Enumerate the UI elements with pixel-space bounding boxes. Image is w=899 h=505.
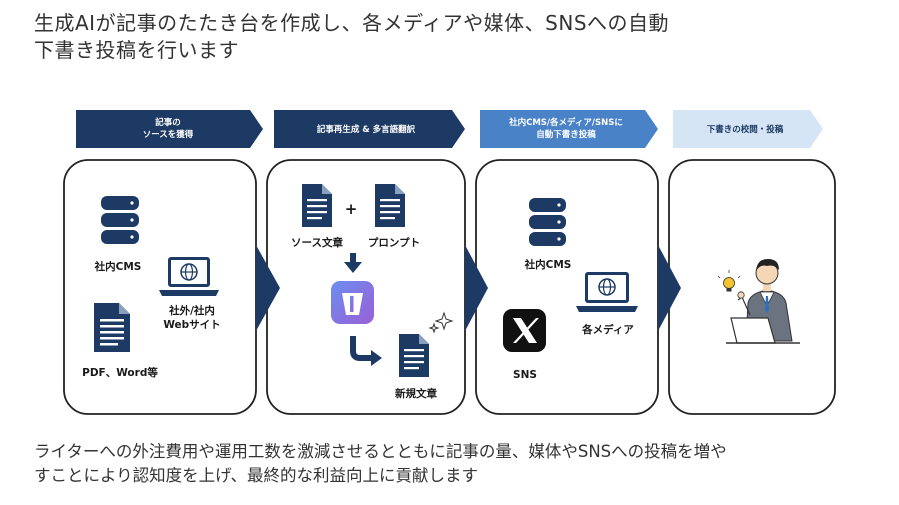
step-4-line-1: 下書きの校閲・投稿 (707, 124, 784, 135)
step-3-line-2: 自動下書き投稿 (536, 129, 596, 140)
panel2-prompt-label: プロンプト (368, 236, 420, 249)
new-document-icon (399, 334, 429, 377)
panel3-media-label: 各メディア (581, 323, 634, 336)
panel-4 (668, 159, 836, 415)
panel1-doc-label: PDF、Word等 (82, 366, 158, 379)
plus-sign: + (345, 200, 358, 218)
panel2-source-label: ソース文章 (291, 236, 343, 249)
step-arrow-2 (274, 110, 465, 148)
connector-arrow-2 (465, 245, 488, 331)
step-arrow-1 (76, 110, 263, 148)
step-arrow-3 (480, 110, 658, 148)
step-2-line-1: 記事再生成 & 多言語翻訳 (317, 124, 416, 135)
panel1-web-label-1: 社外/社内 (168, 304, 215, 317)
step-3-line-1: 社内CMS/各メディア/SNSに (508, 117, 623, 128)
curved-arrow-icon (350, 336, 382, 366)
connector-arrow-1 (256, 245, 280, 331)
step-arrow-4 (673, 110, 823, 148)
footer-line-1: ライターへの外注費用や運用工数を激減させるとともに記事の量、媒体やSNSへの投稿… (34, 442, 727, 461)
source-document-icon (302, 184, 332, 227)
heading-line-2: 下書き投稿を行います (34, 38, 239, 62)
panel1-cms-label: 社内CMS (94, 260, 142, 273)
step-header-4: 下書きの校閲・投稿 (673, 110, 823, 148)
down-arrow-icon (344, 253, 362, 273)
workflow-diagram: 記事の ソースを獲得 記事再生成 & 多言語翻訳 社内CMS/各メディア/SNS… (63, 110, 836, 415)
document-icon (94, 303, 130, 352)
panel3-cms-label: 社内CMS (524, 258, 572, 271)
laptop-globe-icon (159, 257, 219, 296)
step-header-1: 記事の ソースを獲得 (76, 110, 263, 148)
person-at-laptop-icon (717, 259, 800, 344)
x-logo-icon (503, 309, 546, 352)
panel1-web-label-2: Webサイト (163, 319, 220, 331)
panel3-sns-label: SNS (513, 369, 537, 381)
page-heading: 生成AIが記事のたたき台を作成し、各メディアや媒体、SNSへの自動 下書き投稿を… (34, 10, 874, 64)
laptop-globe-icon-2 (576, 272, 638, 312)
page-footer: ライターへの外注費用や運用工数を激減させるとともに記事の量、媒体やSNSへの投稿… (34, 440, 884, 488)
heading-line-1: 生成AIが記事のたたき台を作成し、各メディアや媒体、SNSへの自動 (34, 11, 670, 35)
panel2-new-label: 新規文章 (395, 387, 437, 400)
ai-app-icon (331, 281, 374, 324)
panel-3 (475, 159, 659, 415)
sparkle-icon (428, 311, 454, 334)
step-1-line-1: 記事の (155, 117, 181, 128)
database-icon (101, 196, 139, 244)
step-1-line-2: ソースを獲得 (143, 129, 194, 140)
connector-arrow-3 (658, 245, 681, 331)
step-header-3: 社内CMS/各メディア/SNSに 自動下書き投稿 (480, 110, 658, 148)
prompt-document-icon (375, 184, 405, 227)
step-header-2: 記事再生成 & 多言語翻訳 (274, 110, 465, 148)
footer-line-2: すことにより認知度を上げ、最終的な利益向上に貢献します (34, 466, 479, 485)
database-icon-2 (529, 198, 566, 246)
